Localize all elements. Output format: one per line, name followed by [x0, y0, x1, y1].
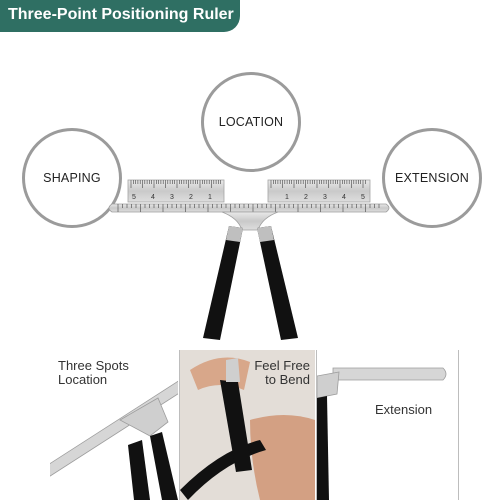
panel1-line2: Location: [58, 372, 108, 387]
ruler-product-image: 5 4 3 2 1 1 2 3 4 5: [0, 170, 500, 350]
ruler-number: 1: [208, 194, 212, 201]
ruler-number: 1: [285, 194, 289, 201]
panel1-line1: Three Spots: [58, 358, 129, 373]
left-scale-ticks: [130, 180, 221, 188]
left-scale-numbers: 5 4 3 2 1: [132, 194, 212, 201]
panel3-label: Extension: [375, 402, 433, 417]
main-bar-ticks: [117, 204, 380, 212]
ruler-number: 3: [170, 194, 174, 201]
ruler-number: 3: [323, 194, 327, 201]
ruler-number: 5: [361, 194, 365, 201]
location-label: LOCATION: [218, 115, 284, 129]
left-leg: [203, 226, 243, 340]
ruler-number: 5: [132, 194, 136, 201]
divider-3: [458, 350, 459, 500]
panel3-ruler-image: [317, 367, 447, 500]
panel2-hands-image: [180, 350, 315, 500]
ruler-number: 4: [151, 194, 155, 201]
extension-label: EXTENSION: [394, 171, 470, 185]
title-banner: Three-Point Positioning Ruler: [0, 0, 240, 32]
panel-extension: Extension: [317, 350, 457, 500]
panel-three-spots: Three Spots Location: [50, 350, 178, 500]
ruler-number: 2: [304, 194, 308, 201]
banner-title: Three-Point Positioning Ruler: [8, 6, 234, 23]
panel2-line1: Feel Free: [254, 358, 310, 373]
location-circle: LOCATION: [201, 72, 301, 172]
right-scale-ticks: [270, 180, 366, 188]
divider-1: [179, 350, 180, 500]
shaping-circle: SHAPING: [22, 128, 122, 228]
extension-circle: EXTENSION: [382, 128, 482, 228]
ruler-number: 2: [189, 194, 193, 201]
shaping-label: SHAPING: [43, 171, 101, 185]
ruler-number: 4: [342, 194, 346, 201]
panel-bend: Feel Free to Bend: [180, 350, 315, 500]
main-ruler-bar: [108, 203, 390, 213]
right-leg-tip: [257, 226, 274, 242]
divider-2: [316, 350, 317, 500]
panel2-line2: to Bend: [265, 372, 310, 387]
right-scale-numbers: 1 2 3 4 5: [285, 194, 365, 201]
right-leg: [257, 226, 298, 340]
left-leg-tip: [226, 226, 243, 242]
panel1-ruler-image: [50, 380, 178, 500]
